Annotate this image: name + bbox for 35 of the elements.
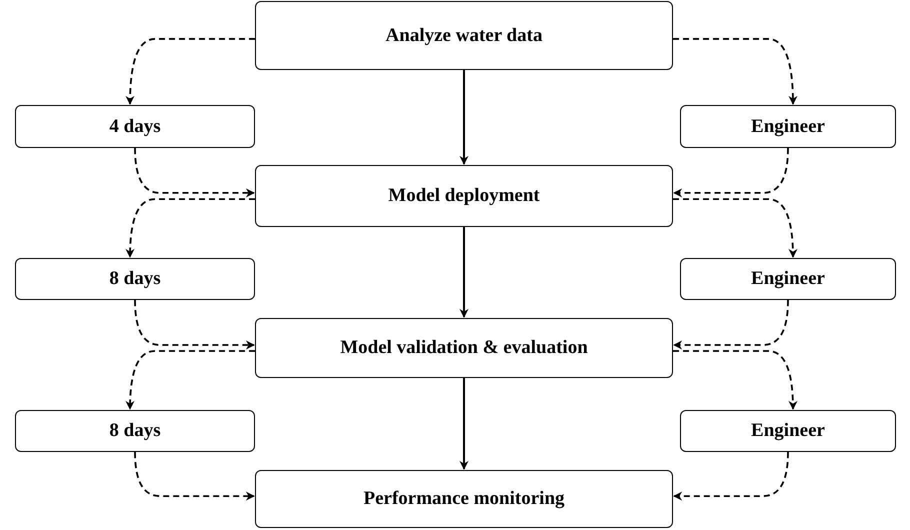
box-label: Engineer xyxy=(751,114,825,138)
dashed-arrow xyxy=(134,148,255,198)
box-label: Analyze water data xyxy=(386,24,542,48)
box-label: Performance monitoring xyxy=(363,487,565,511)
dashed-arrow xyxy=(673,350,798,410)
dashed-arrow xyxy=(673,300,789,350)
dashed-arrow xyxy=(673,38,798,105)
dashed-arrow xyxy=(126,350,255,410)
dashed-arrow xyxy=(126,198,255,258)
box-label: 8 days xyxy=(109,267,161,291)
process-box xyxy=(255,470,673,528)
box-label: 8 days xyxy=(109,419,161,443)
process-box xyxy=(680,105,896,148)
process-box xyxy=(255,318,673,378)
box-label: 4 days xyxy=(109,114,161,138)
box-label: Engineer xyxy=(751,267,825,291)
dashed-arrow xyxy=(126,38,255,105)
dashed-arrow xyxy=(673,148,789,198)
box-label: Engineer xyxy=(751,419,825,443)
process-box xyxy=(680,410,896,452)
arrow xyxy=(460,70,468,165)
dashed-arrow xyxy=(673,452,789,501)
process-box xyxy=(15,410,255,452)
box-label: Model deployment xyxy=(388,184,540,208)
dashed-arrow xyxy=(134,300,255,350)
dashed-arrow xyxy=(134,452,255,501)
process-box xyxy=(255,1,673,70)
dashed-arrow xyxy=(673,198,798,258)
process-box xyxy=(15,258,255,300)
process-box xyxy=(15,105,255,148)
process-box xyxy=(255,165,673,227)
arrow xyxy=(460,227,468,318)
arrow xyxy=(460,378,468,470)
process-box xyxy=(680,258,896,300)
box-label: Model validation & evaluation xyxy=(340,336,588,360)
